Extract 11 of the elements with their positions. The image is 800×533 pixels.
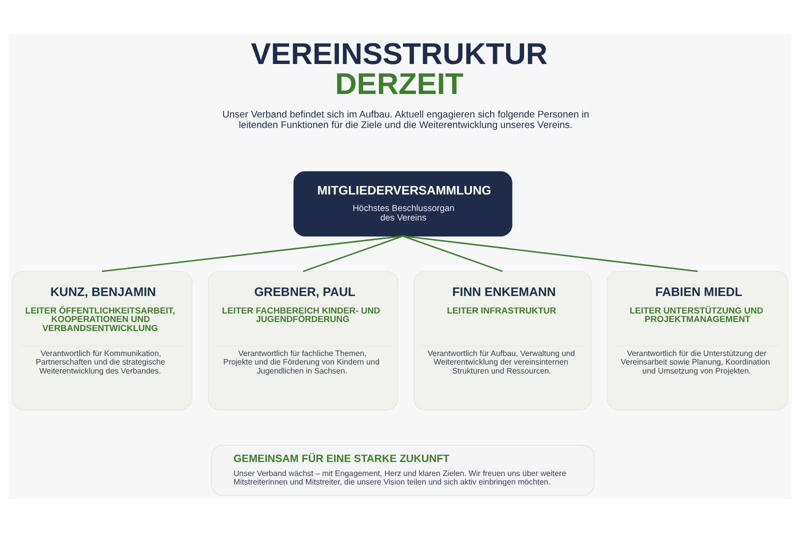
node-box: MITGLIEDERVERSAMMLUNG Höchstes Beschlussorgan des Vereins: [293, 171, 512, 236]
connector: [402, 235, 503, 272]
node-box: GREBNER, PAUL LEITER FACHBEREICH KINDER- UND JUGENDFÖRDERUNG Verantwortlich für fachliche Themen, Projekte und die Förderung von Kindern und Jugendlichen in Sachsen.: [208, 270, 398, 410]
connector: [402, 235, 698, 272]
connector: [302, 235, 404, 272]
connector: [102, 235, 403, 272]
node-box: FINN ENKEMANN LEITER INFRASTRUKTUR Verantwortlich für Aufbau, Verwaltung und Weiterentwicklung der vereinsinternen Strukturen und Ressourcen.: [413, 270, 592, 410]
label: Unser Verband befindet sich im Aufbau. Aktuell engagieren sich folgende Personen in leitenden Funktionen für die Ziele und die Weiterentwicklung unseres Vereins.: [222, 110, 590, 132]
node-box: FABIEN MIEDL LEITER UNTERSTÜTZUNG UND PROJEKTMANAGEMENT Verantwortlich für die Unterstützung der Vereinsarbeit sowie Planung, Koordination und Umsetzung von Projekten.: [606, 270, 788, 410]
diagram-title: VEREINSSTRUKTUR DERZEIT: [250, 38, 548, 102]
node-box: KUNZ, BENJAMIN LEITER ÖFFENTLICHKEITSARBEIT, KOOPERATIONEN UND VERBANDSENTWICKLUNG Verantwortlich für Kommunikation, Partnerschaften und die strategische Weiterentwicklung des Verbandes.: [12, 270, 192, 410]
